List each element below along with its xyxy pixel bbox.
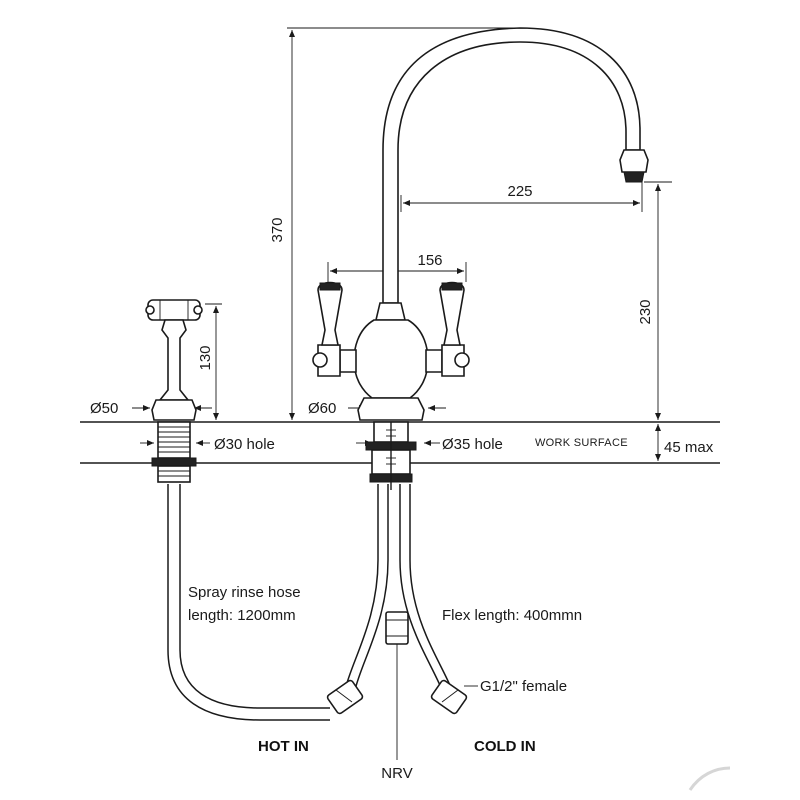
dimension-rinse-height: 130 bbox=[197, 303, 222, 420]
spray-rinse-unit bbox=[145, 299, 203, 483]
nrv-valve bbox=[385, 611, 409, 760]
total-height-value: 370 bbox=[269, 217, 286, 242]
nrv-label: NRV bbox=[381, 765, 412, 782]
dimension-total-height: 370 bbox=[269, 27, 520, 420]
mixer-hole-value: Ø35 hole bbox=[442, 436, 503, 453]
max-thickness-value: 45 max bbox=[664, 439, 714, 456]
dimension-spout-reach: 225 bbox=[400, 182, 643, 212]
rinse-base-diameter: Ø50 bbox=[90, 400, 212, 417]
rinse-hole-callout: Ø30 hole bbox=[140, 436, 275, 453]
flex-length-label: Flex length: 400mmn bbox=[442, 607, 582, 624]
dimension-spout-height: 230 bbox=[637, 181, 672, 420]
handle-span-value: 156 bbox=[417, 252, 442, 269]
rinse-hole-value: Ø30 hole bbox=[214, 436, 275, 453]
dimension-max-thickness: 45 max bbox=[655, 424, 714, 461]
spray-rinse-hose bbox=[167, 484, 330, 721]
spout-reach-value: 225 bbox=[507, 183, 532, 200]
spray-hose-label-line2: length: 1200mm bbox=[188, 607, 296, 624]
connector-label: G1/2" female bbox=[480, 678, 567, 695]
flex-hoses bbox=[344, 484, 453, 691]
cold-connector bbox=[430, 679, 468, 715]
rinse-base-dia-value: Ø50 bbox=[90, 400, 118, 417]
cold-in-label: COLD IN bbox=[474, 738, 536, 755]
work-surface-label: WORK SURFACE bbox=[535, 437, 628, 449]
mixer-base-dia-value: Ø60 bbox=[308, 400, 336, 417]
spout-height-value: 230 bbox=[637, 299, 654, 324]
rinse-height-value: 130 bbox=[197, 345, 214, 370]
mixer-tap bbox=[312, 27, 649, 490]
hot-in-label: HOT IN bbox=[258, 738, 309, 755]
hot-connector bbox=[326, 679, 364, 715]
page-curl-mark bbox=[688, 766, 731, 791]
spray-hose-label-line1: Spray rinse hose bbox=[188, 584, 301, 601]
